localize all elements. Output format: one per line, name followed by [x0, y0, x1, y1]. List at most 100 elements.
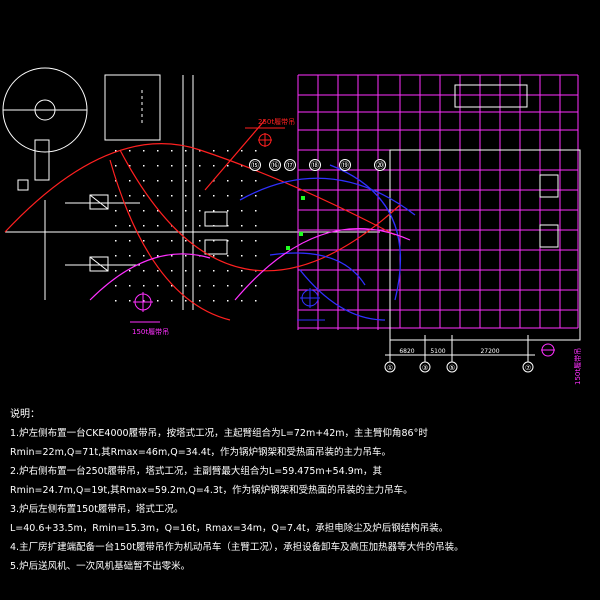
grid-dot	[185, 165, 187, 167]
note-line: 4.主厂房扩建端配备一台150t履带吊作为机动吊车（主臂工况），承担设备卸车及高…	[10, 542, 464, 553]
grid-dot	[115, 285, 117, 287]
grid-dot	[171, 165, 173, 167]
grid-dot	[129, 225, 131, 227]
grid-dot	[185, 240, 187, 242]
grid-dot	[115, 150, 117, 152]
grid-dot	[171, 240, 173, 242]
grid-dot	[143, 285, 145, 287]
axis-label: ⑲	[341, 161, 349, 170]
axis-label: ⑳	[376, 161, 384, 170]
grid-dot	[115, 270, 117, 272]
axis-label: ⑯	[271, 161, 279, 170]
grid-dot	[129, 195, 131, 197]
grid-dot	[213, 285, 215, 287]
grid-dot	[199, 210, 201, 212]
grid-dot	[143, 270, 145, 272]
grid-dot	[241, 165, 243, 167]
grid-dot	[199, 285, 201, 287]
grid-dot	[199, 240, 201, 242]
grid-dot	[213, 150, 215, 152]
crane-250t-label: 250t履带吊	[258, 118, 295, 126]
note-line: 3.炉后左侧布置150t履带吊，塔式工况。	[10, 504, 184, 515]
grid-dot	[143, 195, 145, 197]
grid-dot	[241, 180, 243, 182]
grid-dot	[199, 150, 201, 152]
grid-dot	[227, 240, 229, 242]
grid-dot	[143, 300, 145, 302]
grid-dot	[129, 255, 131, 257]
axis-label: ⑮	[251, 161, 259, 170]
grid-dot	[129, 285, 131, 287]
note-line: 2.炉右侧布置一台250t履带吊，塔式工况，主副臂最大组合为L=59.475m+…	[10, 466, 383, 477]
crane-150t-label: 150t履带吊	[132, 328, 169, 336]
grid-dot	[241, 255, 243, 257]
grid-dot	[213, 210, 215, 212]
dimension-label: 27200	[480, 348, 499, 355]
grid-dot	[227, 225, 229, 227]
grid-dot	[199, 225, 201, 227]
grid-dot	[241, 150, 243, 152]
building-block	[104, 74, 161, 141]
grid-dot	[157, 225, 159, 227]
bottom-axis-marker: ⑦	[522, 335, 534, 373]
grid-dot	[143, 255, 145, 257]
grid-dot	[129, 240, 131, 242]
grid-dot	[171, 300, 173, 302]
grid-dot	[185, 180, 187, 182]
notes-block: 说明： 1.炉左侧布置一台CKE4000履带吊，按塔式工况，主起臂组合为L=72…	[10, 405, 595, 576]
grid-dot	[199, 300, 201, 302]
blue-crane-radius	[239, 164, 416, 321]
grid-dot	[129, 210, 131, 212]
chimney-circle	[2, 67, 88, 191]
grid-dot	[129, 180, 131, 182]
grid-dot	[199, 180, 201, 182]
grid-dot	[157, 285, 159, 287]
grid-dot	[255, 240, 257, 242]
bottom-axis-marker: ①	[384, 335, 396, 373]
bottom-axis-label: ⑤	[449, 364, 455, 372]
bottom-axis-label: ①	[387, 364, 393, 372]
grid-dot	[157, 210, 159, 212]
grid-dot	[227, 270, 229, 272]
grid-dot	[143, 150, 145, 152]
grid-dot	[241, 225, 243, 227]
axis-marker: ⑮	[249, 159, 261, 171]
grid-dot	[213, 195, 215, 197]
grid-dot	[185, 210, 187, 212]
grid-dot	[185, 225, 187, 227]
grid-dot	[255, 195, 257, 197]
bottom-axis-marker: ⑤	[446, 335, 458, 373]
crane-blue-symbol	[297, 288, 325, 321]
grid-dot	[213, 255, 215, 257]
grid-dot	[129, 150, 131, 152]
grid-dot	[241, 195, 243, 197]
grid-dot	[255, 210, 257, 212]
axis-marker: ⑯	[269, 159, 281, 171]
grid-dot	[199, 195, 201, 197]
crane-150t-right-label: 150t履带吊	[574, 348, 582, 385]
note-line: L=40.6+33.5m，Rmin=15.3m，Q=16t，Rmax=34m，Q…	[10, 523, 449, 534]
grid-dot	[157, 180, 159, 182]
grid-dot	[255, 180, 257, 182]
grid-dot	[115, 255, 117, 257]
grid-dot	[129, 165, 131, 167]
grid-dot	[213, 300, 215, 302]
axis-marker: ⑱	[309, 159, 321, 171]
boundary-lines	[44, 75, 194, 310]
grid-dot	[129, 300, 131, 302]
grid-dot	[143, 225, 145, 227]
grid-dot	[185, 270, 187, 272]
grid-dot	[185, 150, 187, 152]
grid-dot	[213, 165, 215, 167]
dimension-label: 5100	[430, 348, 445, 355]
grid-dot	[171, 270, 173, 272]
grid-dot	[213, 240, 215, 242]
green-markers	[286, 196, 305, 250]
grid-dot	[255, 225, 257, 227]
axis-label: ⑱	[311, 161, 319, 170]
grid-dot	[171, 255, 173, 257]
grid-dot	[213, 270, 215, 272]
note-line: 1.炉左侧布置一台CKE4000履带吊，按塔式工况，主起臂组合为L=72m+42…	[10, 428, 428, 439]
axis-marker: ⑰	[284, 159, 296, 171]
